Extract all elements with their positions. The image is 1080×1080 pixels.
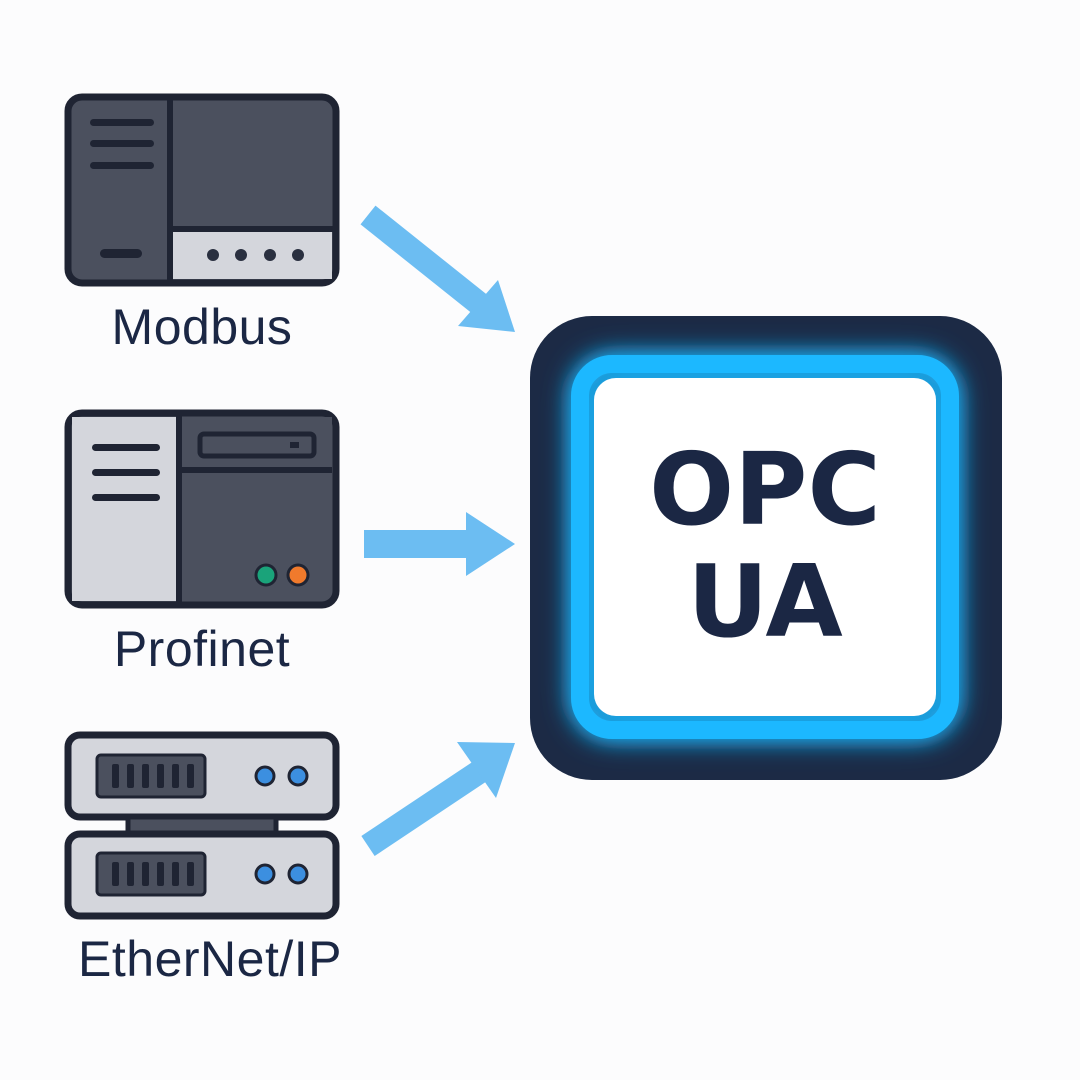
- opc-ua-title-line1: OPC: [649, 431, 881, 548]
- opc-ua-hub: [530, 316, 1002, 780]
- modbus-label: Modbus: [111, 299, 293, 355]
- profinet-label: Profinet: [113, 621, 291, 677]
- plc-controller-icon: [64, 93, 340, 287]
- ethernet-ip-label: EtherNet/IP: [78, 931, 342, 987]
- arrow-ethernetip-to-opcua: [361, 742, 515, 856]
- rack-server-icon: [64, 731, 340, 920]
- arrow-profinet-to-opcua: [364, 512, 515, 576]
- opc-ua-title-line2: UA: [687, 543, 843, 660]
- arrow-modbus-to-opcua: [360, 205, 515, 332]
- industrial-pc-icon: [64, 409, 340, 609]
